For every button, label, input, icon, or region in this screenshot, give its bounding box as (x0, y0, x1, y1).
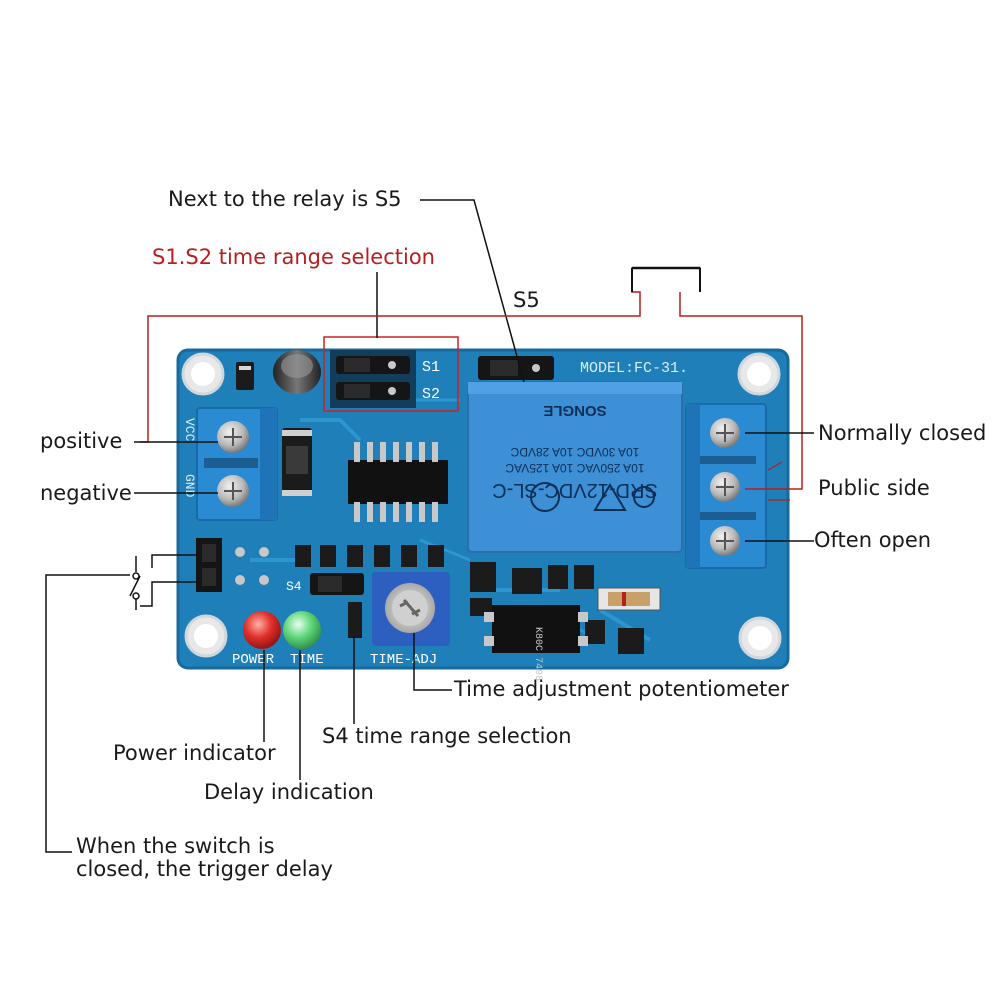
mounting-hole (737, 352, 781, 396)
relay-contact-symbol (767, 461, 790, 501)
vcc-screw-terminal[interactable] (217, 421, 249, 453)
annotation-often-open: Often open (814, 528, 932, 552)
common-screw-terminal[interactable] (710, 472, 740, 502)
time-led (283, 611, 321, 649)
annotation-s4-selection: S4 time range selection (322, 724, 572, 748)
silk-time-adj: TIME-ADJ (370, 652, 437, 668)
silk-s4: S4 (286, 579, 302, 594)
switch-symbol (129, 554, 198, 610)
silk-jumper-s2: S2 (422, 386, 440, 403)
normally-open-screw-terminal[interactable] (710, 526, 740, 556)
gnd-screw-terminal[interactable] (217, 475, 249, 507)
relay-brand: SONGLE (543, 402, 606, 419)
ic-chip (348, 442, 448, 522)
leader-potentiometer (413, 633, 452, 691)
diode-component (282, 428, 312, 496)
mounting-hole (184, 614, 228, 658)
annotation-public-side: Public side (818, 476, 930, 500)
annotation-power-indicator: Power indicator (113, 741, 276, 765)
annotation-negative: negative (40, 481, 132, 505)
annotation-switch-line1: When the switch is (76, 834, 275, 858)
normally-closed-screw-terminal[interactable] (710, 418, 740, 448)
silk-jumper-s1: S1 (422, 359, 440, 376)
model-label: MODEL:FC-31. (580, 360, 688, 377)
leader-trigger-switch (45, 574, 130, 853)
chip-marking: K80C 7498 (532, 627, 543, 681)
silk-gnd: GND (182, 474, 197, 498)
relay-rating-line2: 10A 30VDC 10A 28VDC (510, 445, 639, 459)
smd-chip (484, 605, 588, 653)
power-led (243, 611, 281, 649)
annotation-delay-indication: Delay indication (204, 780, 374, 804)
annotation-switch-line2: closed, the trigger delay (76, 857, 333, 881)
bracket-ticks (631, 268, 701, 292)
s1-s2-highlight-box (323, 336, 459, 412)
silk-vcc: VCC (182, 418, 197, 442)
mounting-hole (738, 616, 782, 660)
annotation-relay-s5: Next to the relay is S5 (168, 187, 402, 211)
annotation-positive: positive (40, 429, 123, 453)
relay-rating-line1: 10A 250VAC 10A 125VAC (505, 461, 644, 475)
annotation-s1-s2-selection: S1.S2 time range selection (152, 245, 435, 269)
smd-components (236, 362, 661, 654)
leader-relay-s5 (420, 199, 525, 383)
relay-cert-icons (530, 482, 655, 512)
annotation-s5: S5 (513, 288, 540, 312)
trigger-header[interactable] (196, 538, 269, 592)
input-terminal-block (196, 407, 278, 521)
annotation-normally-closed: Normally closed (818, 421, 987, 445)
jumper-s1-s2[interactable] (330, 350, 416, 408)
mounting-hole (181, 352, 225, 396)
bracket-public-side (679, 292, 803, 490)
silk-power: POWER (232, 652, 275, 668)
relay (467, 381, 683, 553)
annotation-time-adjustment: Time adjustment potentiometer (454, 677, 789, 701)
relay-model: SRD-12VDC-SL-C (492, 479, 658, 501)
s4-jumper[interactable] (310, 573, 364, 595)
jumper-s5[interactable] (478, 356, 554, 380)
electrolytic-capacitor (273, 350, 321, 394)
silk-time: TIME (290, 652, 324, 668)
time-adjustment-potentiometer[interactable] (372, 572, 450, 646)
